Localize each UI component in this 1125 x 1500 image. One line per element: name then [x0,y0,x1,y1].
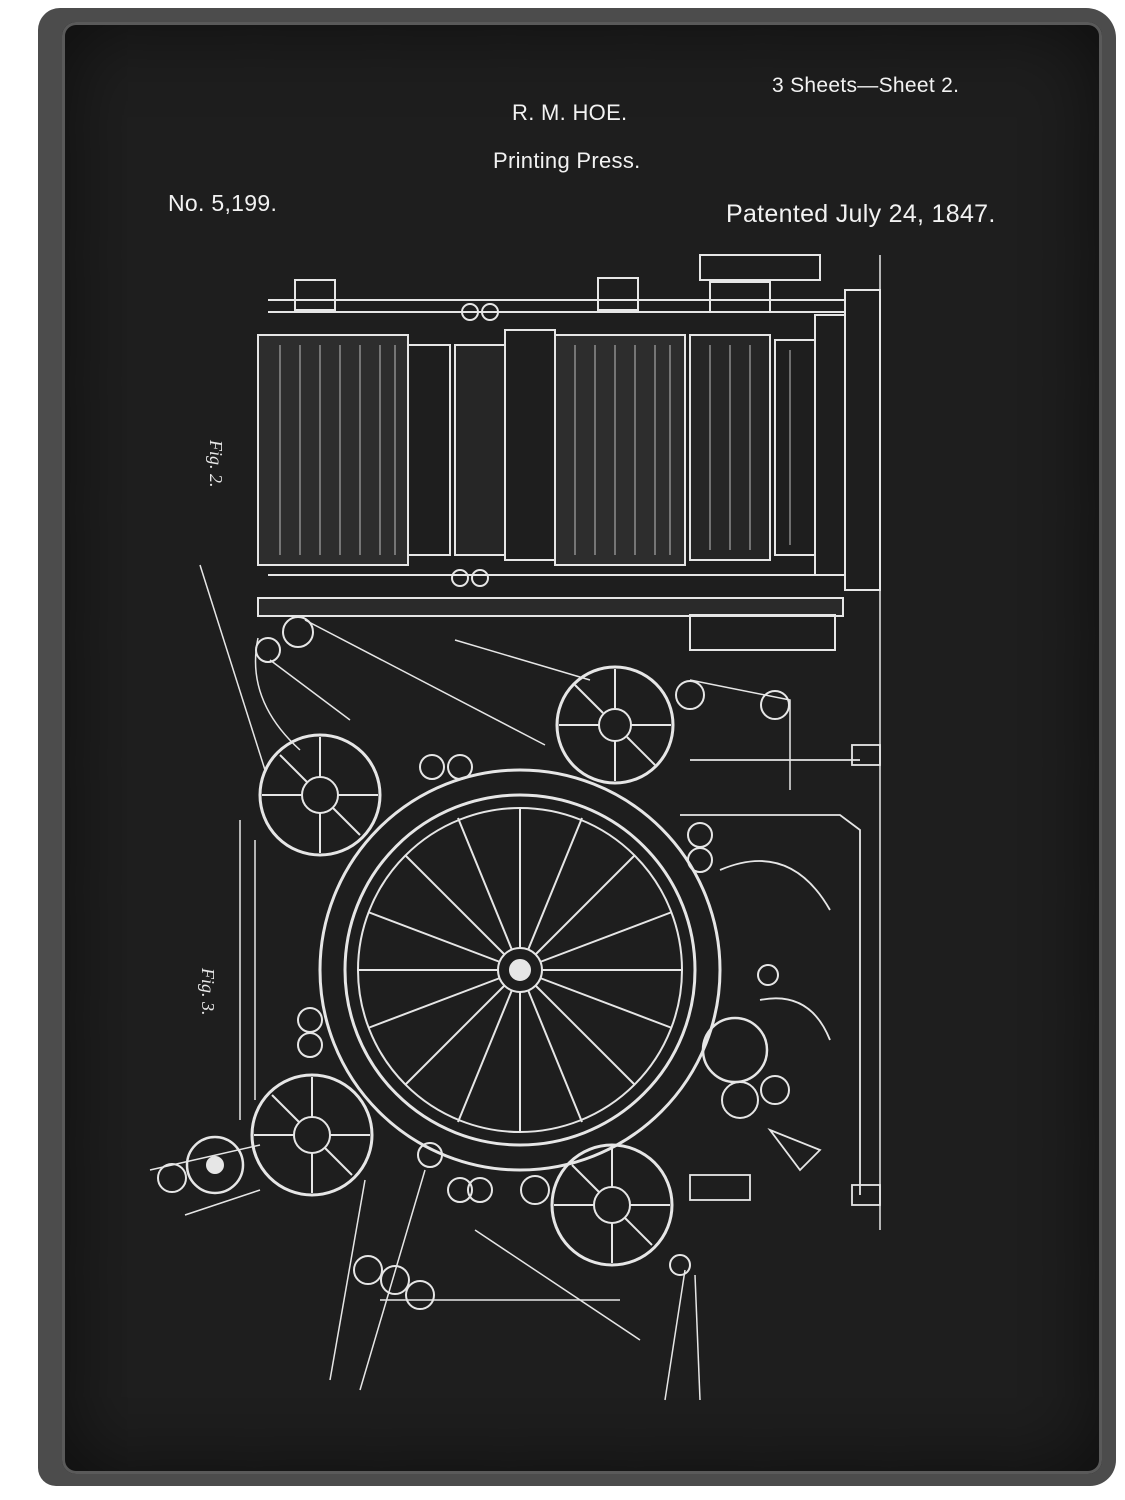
figure-3-label: Fig. 3. [198,968,218,1016]
patent-date: Patented July 24, 1847. [726,200,996,228]
patent-print-panel [62,22,1102,1474]
patent-title: Printing Press. [493,148,641,173]
fig3-press [149,564,881,1401]
inventor-name: R. M. HOE. [512,100,628,125]
fig2-rollers [257,254,881,651]
sheet-count: 3 Sheets—Sheet 2. [772,74,960,97]
patent-number: No. 5,199. [168,190,278,216]
figure-2-label: Fig. 2. [206,440,226,488]
